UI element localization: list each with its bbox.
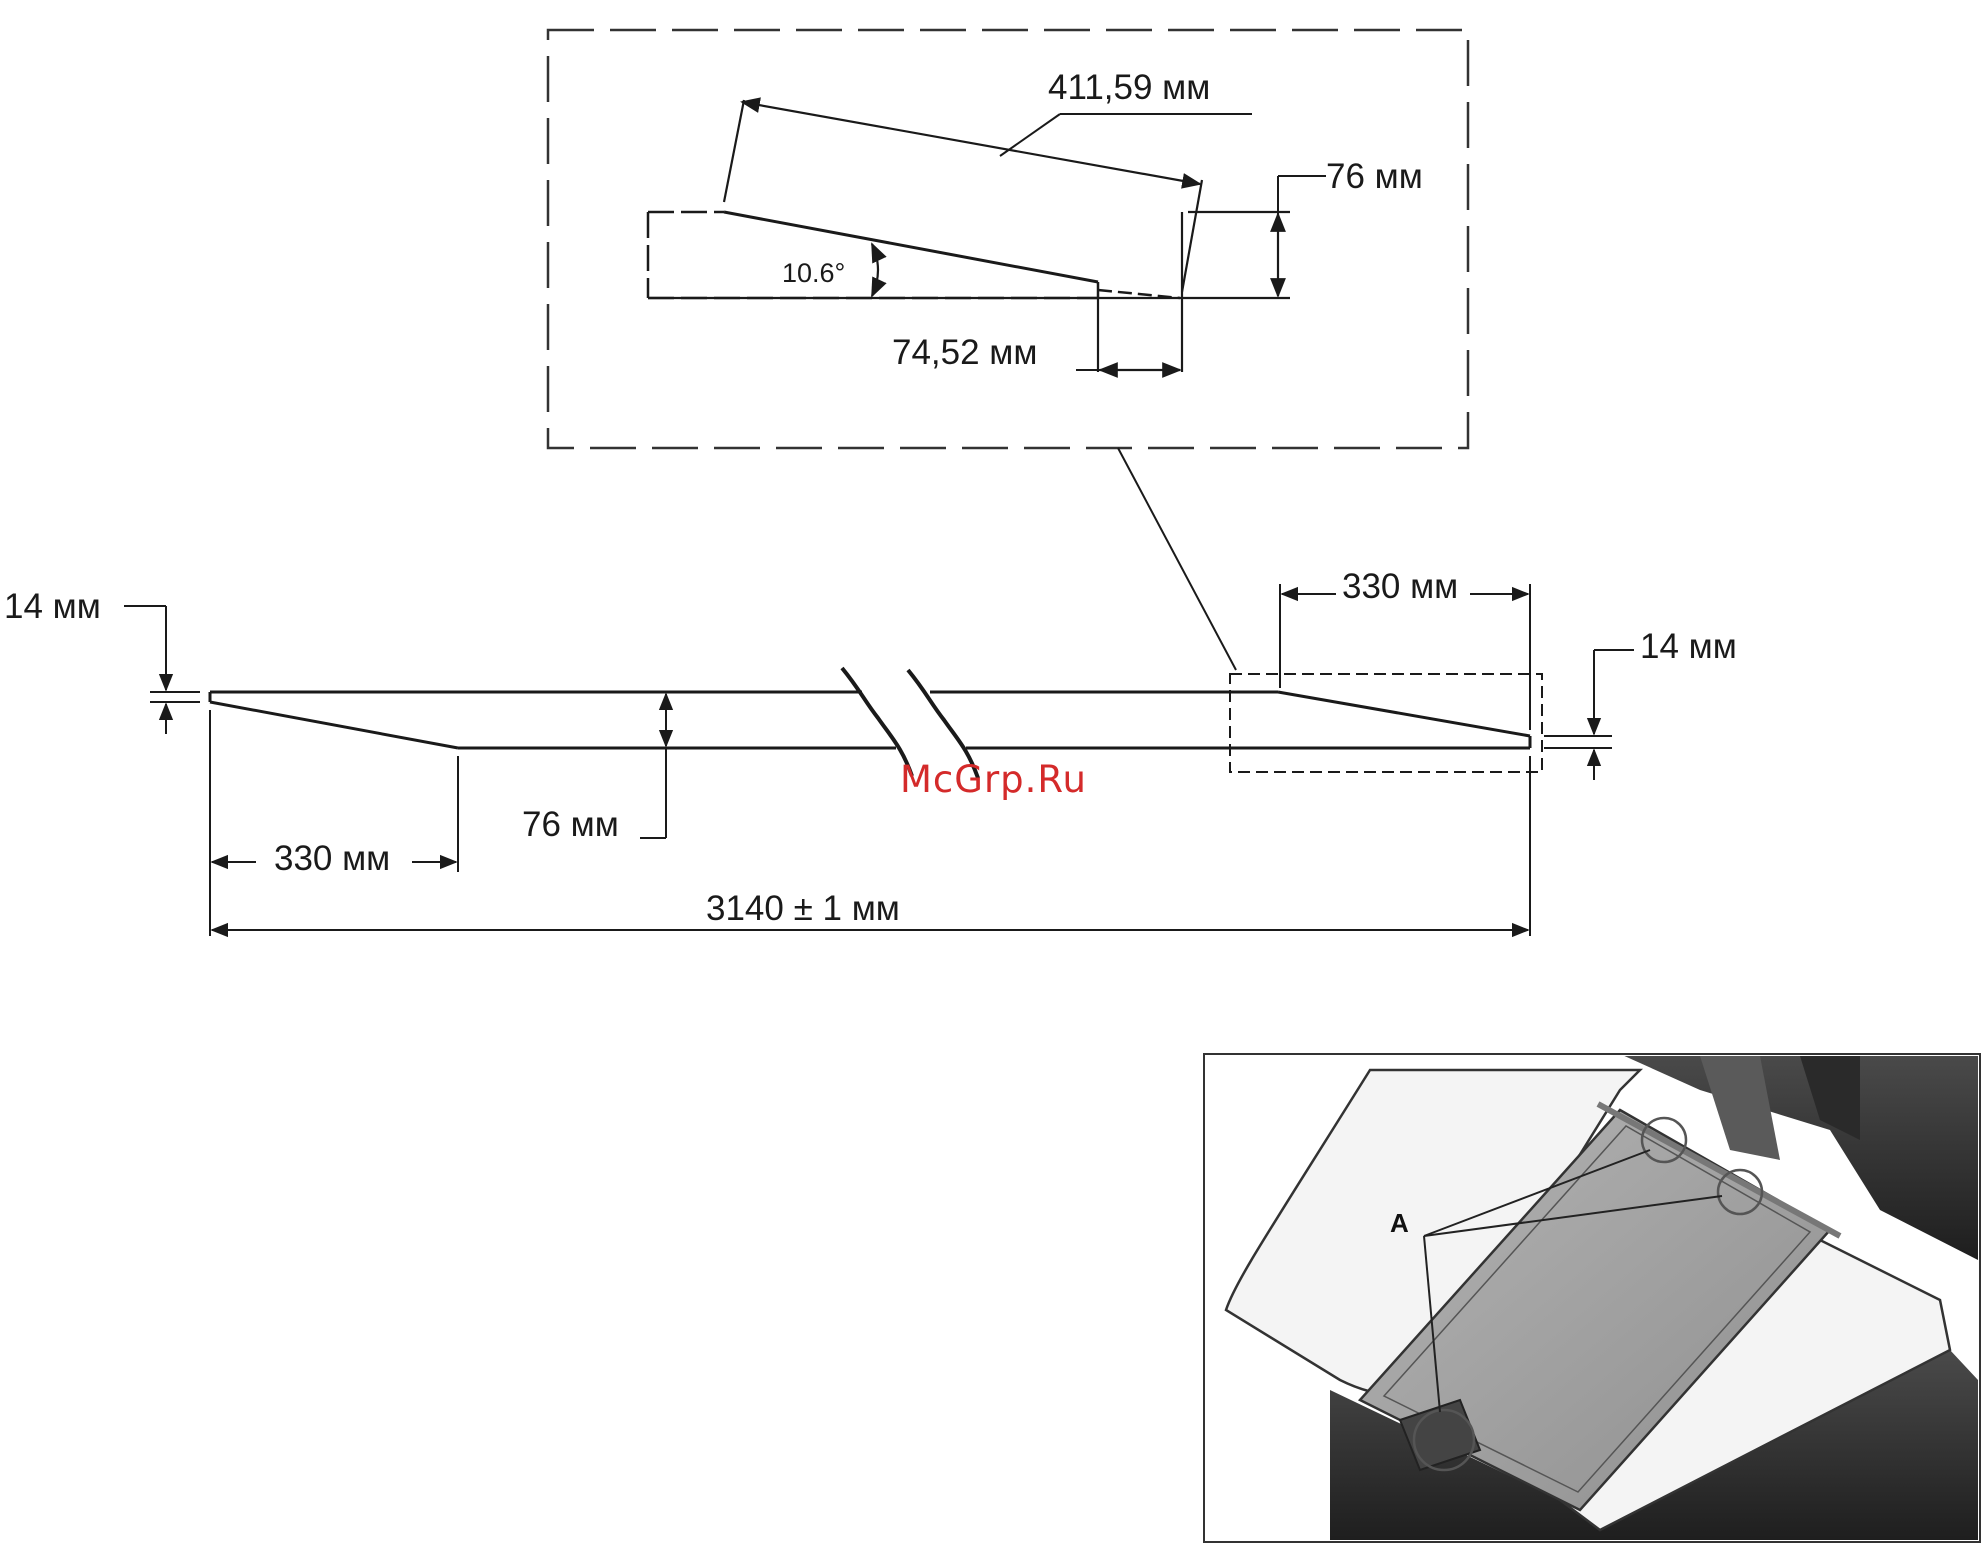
detail-height-label: 76 мм	[1326, 157, 1423, 196]
slope-length-label: 411,59 мм	[1048, 68, 1210, 107]
detail-bevel-dash	[1098, 290, 1180, 298]
detail-view: 411,59 мм 76 мм 10.6° 74,52 мм	[548, 30, 1468, 670]
ramp-left-bevel	[210, 702, 458, 748]
slope-dim-leader	[1000, 114, 1060, 156]
total-length-label: 3140 ± 1 мм	[706, 889, 900, 928]
detail-ramp-outline	[648, 212, 1098, 298]
run-label: 74,52 мм	[892, 333, 1037, 372]
callout-label-a: A	[1390, 1208, 1409, 1238]
zoom-box	[1230, 674, 1542, 772]
left-thickness-label: 14 мм	[4, 587, 101, 626]
ramp-right-bevel	[1278, 692, 1530, 736]
installation-illustration: A	[1204, 1054, 1980, 1542]
detail-frame	[548, 30, 1468, 448]
right-thickness-label: 14 мм	[1640, 627, 1737, 666]
right-length-label: 330 мм	[1342, 567, 1458, 606]
detail-link-line	[1118, 448, 1236, 670]
angle-label: 10.6°	[782, 258, 845, 288]
ramp-side-view: 14 мм 14 мм 330 мм 76 мм 330 мм 3140 ± 1…	[4, 567, 1737, 936]
watermark: McGrp.Ru	[900, 758, 1087, 801]
detail-bevel-slope	[724, 212, 1098, 282]
height-label: 76 мм	[522, 805, 619, 844]
slope-dim-ext-left	[724, 100, 744, 202]
slope-dim-ext-right	[1182, 180, 1202, 292]
left-length-label: 330 мм	[274, 839, 390, 878]
angle-arc	[872, 244, 878, 296]
